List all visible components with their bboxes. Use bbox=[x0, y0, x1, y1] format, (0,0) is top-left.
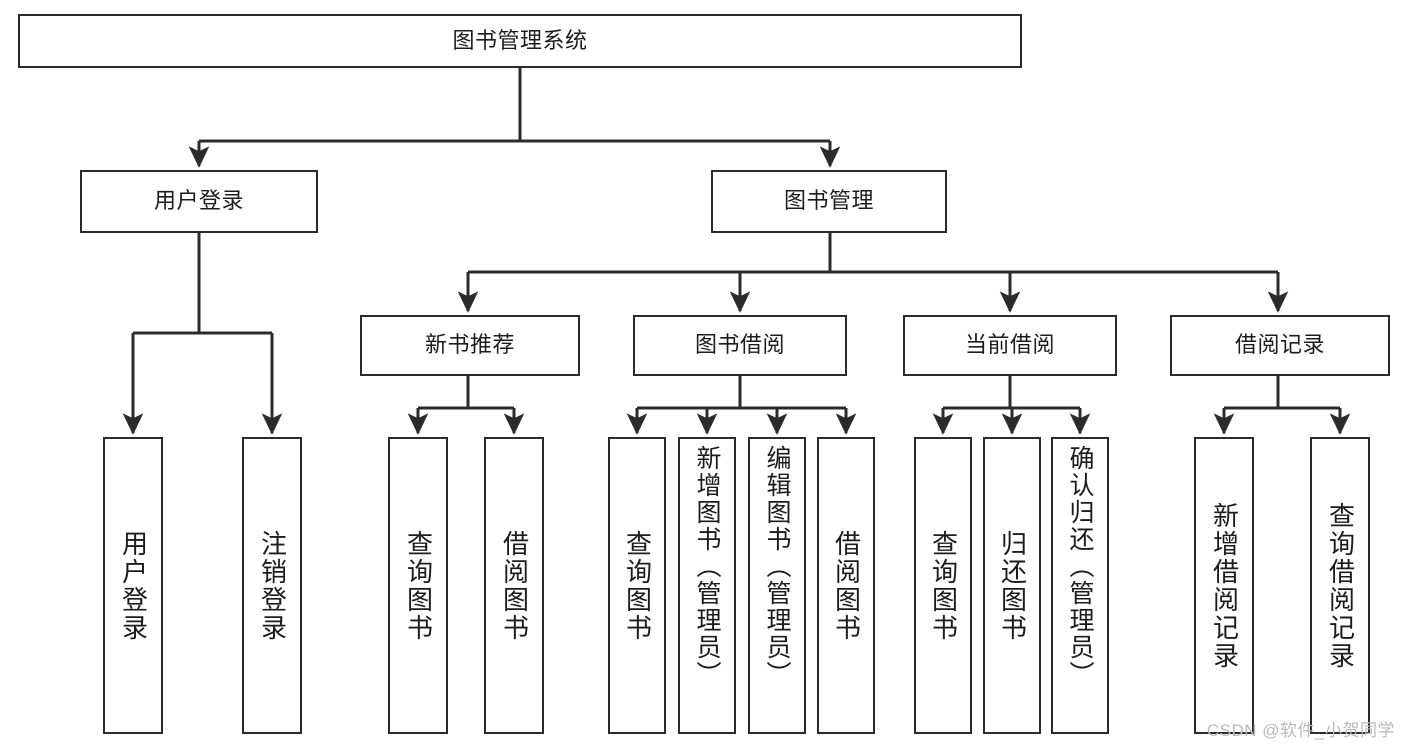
node-leaf-query-book-3[interactable]: 查询图书 bbox=[914, 437, 972, 734]
node-leaf-query-record[interactable]: 查询借阅记录 bbox=[1310, 437, 1370, 734]
node-borrow-record[interactable]: 借阅记录 bbox=[1170, 315, 1390, 376]
node-leaf-user-login[interactable]: 用户登录 bbox=[103, 437, 163, 734]
node-leaf-logout-label: 注销登录 bbox=[257, 529, 288, 642]
node-root[interactable]: 图书管理系统 bbox=[18, 14, 1022, 68]
node-leaf-edit-book-label: 编辑图书（管理员） bbox=[763, 445, 791, 688]
node-leaf-return-book-label: 归还图书 bbox=[997, 529, 1028, 642]
node-leaf-borrow-book-1[interactable]: 借阅图书 bbox=[484, 437, 544, 734]
node-leaf-add-record-label: 新增借阅记录 bbox=[1209, 501, 1240, 670]
node-leaf-add-record[interactable]: 新增借阅记录 bbox=[1194, 437, 1254, 734]
node-current-borrow[interactable]: 当前借阅 bbox=[903, 315, 1117, 376]
node-leaf-return-book[interactable]: 归还图书 bbox=[983, 437, 1041, 734]
node-leaf-query-book-2[interactable]: 查询图书 bbox=[608, 437, 666, 734]
node-new-book-rec-label: 新书推荐 bbox=[424, 332, 515, 358]
node-leaf-user-login-label: 用户登录 bbox=[118, 529, 149, 642]
node-root-label: 图书管理系统 bbox=[452, 27, 588, 53]
node-book-manage[interactable]: 图书管理 bbox=[711, 170, 947, 233]
node-book-borrow[interactable]: 图书借阅 bbox=[633, 315, 847, 376]
watermark: CSDN @软件_小贺同学 bbox=[1206, 721, 1395, 740]
node-leaf-borrow-book-2[interactable]: 借阅图书 bbox=[817, 437, 875, 734]
node-new-book-rec[interactable]: 新书推荐 bbox=[360, 315, 580, 376]
node-leaf-add-book-label: 新增图书（管理员） bbox=[693, 445, 721, 688]
node-leaf-edit-book[interactable]: 编辑图书（管理员） bbox=[748, 437, 806, 734]
node-leaf-query-book-1[interactable]: 查询图书 bbox=[388, 437, 448, 734]
node-user-login-label: 用户登录 bbox=[153, 188, 244, 214]
node-leaf-query-book-3-label: 查询图书 bbox=[928, 529, 959, 642]
node-leaf-query-book-1-label: 查询图书 bbox=[403, 529, 434, 642]
node-leaf-borrow-book-1-label: 借阅图书 bbox=[499, 529, 530, 642]
node-leaf-borrow-book-2-label: 借阅图书 bbox=[831, 529, 862, 642]
node-borrow-record-label: 借阅记录 bbox=[1234, 332, 1325, 358]
node-leaf-logout[interactable]: 注销登录 bbox=[242, 437, 302, 734]
node-leaf-query-book-2-label: 查询图书 bbox=[622, 529, 653, 642]
node-leaf-confirm-return[interactable]: 确认归还（管理员） bbox=[1051, 437, 1109, 734]
node-book-manage-label: 图书管理 bbox=[783, 188, 874, 214]
node-book-borrow-label: 图书借阅 bbox=[694, 332, 785, 358]
node-leaf-query-record-label: 查询借阅记录 bbox=[1325, 501, 1356, 670]
node-user-login[interactable]: 用户登录 bbox=[80, 170, 318, 233]
node-leaf-add-book[interactable]: 新增图书（管理员） bbox=[678, 437, 736, 734]
node-leaf-confirm-return-label: 确认归还（管理员） bbox=[1066, 445, 1094, 688]
node-current-borrow-label: 当前借阅 bbox=[964, 332, 1055, 358]
